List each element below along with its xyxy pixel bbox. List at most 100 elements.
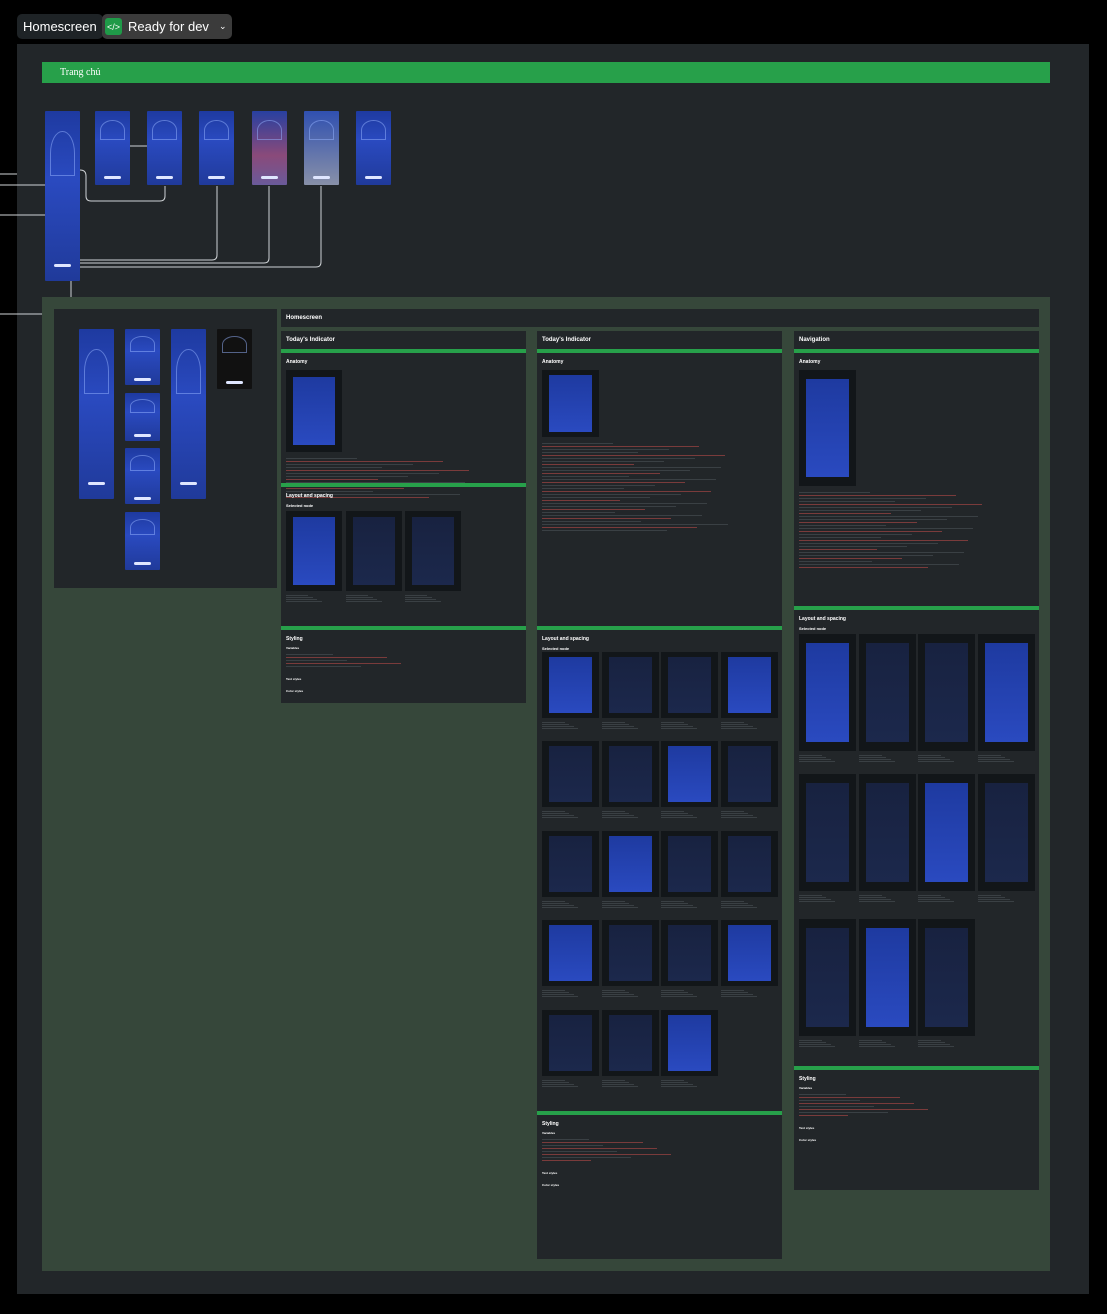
layout-spacing-preview[interactable]	[721, 741, 778, 807]
layout-spacing-preview[interactable]	[542, 741, 599, 807]
node-spec	[799, 894, 856, 903]
layout-spacing-preview[interactable]	[859, 634, 916, 751]
flow-screen-thumbnail[interactable]	[304, 111, 339, 185]
flow-screen-thumbnail[interactable]	[252, 111, 287, 185]
layout-spacing-preview[interactable]	[799, 919, 856, 1036]
preview-screen	[667, 746, 712, 802]
screen-thumbnail[interactable]	[217, 329, 252, 389]
layout-spacing-preview[interactable]	[346, 511, 402, 591]
variables-table	[542, 1137, 777, 1163]
layout-spacing-preview[interactable]	[542, 831, 599, 897]
layout-spacing-preview[interactable]	[799, 774, 856, 891]
node-spec	[918, 894, 975, 903]
page-tag[interactable]: Homescreen	[17, 14, 103, 39]
node-spec	[661, 989, 718, 998]
layout-spacing-preview[interactable]	[602, 1010, 659, 1076]
layout-spacing-preview[interactable]	[918, 634, 975, 751]
node-spec	[661, 1079, 718, 1088]
layout-heading: Layout and spacing	[799, 616, 846, 622]
anatomy-screen	[548, 375, 593, 432]
node-spec	[859, 1039, 916, 1048]
preview-screen	[667, 925, 712, 981]
screen-thumbnail[interactable]	[125, 393, 160, 441]
preview-screen	[727, 925, 772, 981]
anatomy-heading: Anatomy	[286, 359, 308, 365]
layout-spacing-preview[interactable]	[661, 920, 718, 986]
variables-table	[286, 652, 521, 669]
preview-screen	[727, 836, 772, 892]
layout-spacing-preview[interactable]	[405, 511, 461, 591]
layout-spacing-preview[interactable]	[721, 920, 778, 986]
flow-screen-thumbnail[interactable]	[147, 111, 182, 185]
screen-thumbnail[interactable]	[125, 512, 160, 570]
preview-screen	[865, 928, 910, 1027]
spec-header: Homescreen	[281, 309, 1039, 327]
preview-screen	[727, 657, 772, 713]
flow-screen-thumbnail[interactable]	[45, 111, 80, 281]
preview-screen	[548, 836, 593, 892]
layout-spacing-preview[interactable]	[661, 652, 718, 718]
variables-heading: Variables	[799, 1086, 813, 1090]
layout-spacing-preview[interactable]	[661, 741, 718, 807]
anatomy-preview[interactable]	[799, 370, 856, 486]
layout-spacing-preview[interactable]	[542, 652, 599, 718]
screen-thumbnail[interactable]	[171, 329, 206, 499]
layout-spacing-preview[interactable]	[721, 652, 778, 718]
preview-screen	[805, 928, 850, 1027]
layout-spacing-preview[interactable]	[859, 774, 916, 891]
preview-screen	[608, 925, 653, 981]
preview-screen	[608, 1015, 653, 1071]
screens-overview-panel	[54, 309, 277, 588]
layout-spacing-preview[interactable]	[918, 919, 975, 1036]
selected-node-label: Selected node	[799, 626, 827, 631]
anatomy-preview[interactable]	[542, 370, 599, 437]
flow-screen-thumbnail[interactable]	[95, 111, 130, 185]
layout-spacing-preview[interactable]	[602, 920, 659, 986]
node-spec	[542, 721, 599, 730]
layout-spacing-preview[interactable]	[602, 652, 659, 718]
divider	[537, 626, 782, 630]
layout-spacing-preview[interactable]	[799, 634, 856, 751]
preview-screen	[865, 783, 910, 882]
anatomy-properties	[799, 490, 1034, 570]
divider	[281, 483, 526, 487]
layout-spacing-preview[interactable]	[918, 774, 975, 891]
node-spec	[661, 900, 718, 909]
status-dropdown[interactable]: </> Ready for dev ⌄	[102, 14, 233, 39]
screen-thumbnail[interactable]	[125, 329, 160, 385]
node-spec	[721, 721, 778, 730]
layout-spacing-preview[interactable]	[661, 831, 718, 897]
screen-thumbnail[interactable]	[125, 448, 160, 504]
variables-table	[799, 1092, 1034, 1118]
node-spec	[661, 721, 718, 730]
variables-heading: Variables	[542, 1131, 556, 1135]
node-spec	[859, 894, 916, 903]
layout-spacing-preview[interactable]	[978, 634, 1035, 751]
layout-spacing-preview[interactable]	[859, 919, 916, 1036]
layout-spacing-preview[interactable]	[602, 741, 659, 807]
column-title: Today's Indicator	[542, 337, 591, 343]
screen-thumbnail[interactable]	[79, 329, 114, 499]
node-spec	[978, 894, 1035, 903]
node-spec	[721, 900, 778, 909]
layout-spacing-preview[interactable]	[721, 831, 778, 897]
layout-spacing-preview[interactable]	[602, 831, 659, 897]
layout-spacing-preview[interactable]	[542, 1010, 599, 1076]
anatomy-preview[interactable]	[286, 370, 342, 452]
styling-heading: Styling	[799, 1076, 816, 1082]
anatomy-screen	[805, 379, 850, 477]
layout-spacing-preview[interactable]	[661, 1010, 718, 1076]
preview-screen	[608, 657, 653, 713]
flow-screen-thumbnail[interactable]	[356, 111, 391, 185]
preview-screen	[805, 643, 850, 742]
text-styles-heading: Text styles	[542, 1171, 558, 1175]
preview-screen	[924, 928, 969, 1027]
text-styles-heading: Text styles	[799, 1126, 815, 1130]
layout-spacing-preview[interactable]	[286, 511, 342, 591]
node-spec	[918, 754, 975, 763]
layout-spacing-preview[interactable]	[542, 920, 599, 986]
layout-spacing-preview[interactable]	[978, 774, 1035, 891]
flow-screen-thumbnail[interactable]	[199, 111, 234, 185]
node-spec	[405, 594, 461, 603]
